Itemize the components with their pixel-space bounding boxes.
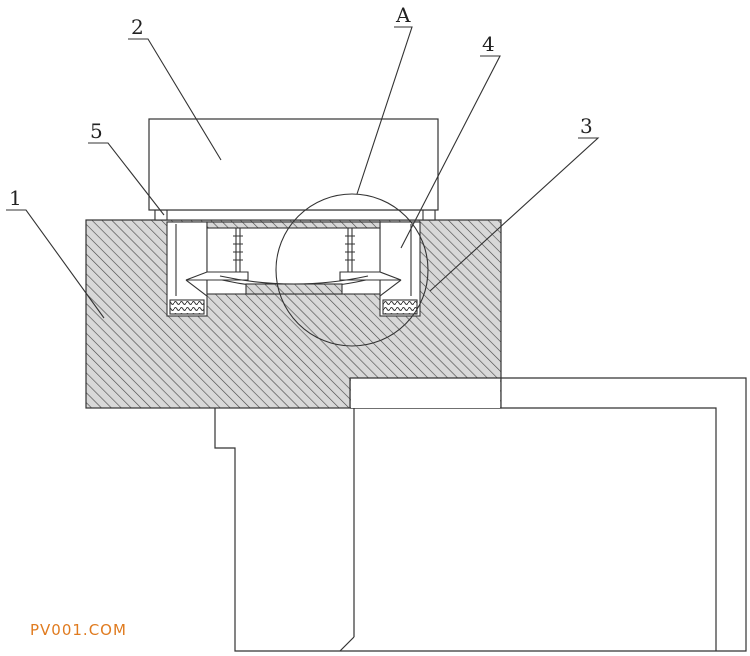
bottom-bar	[245, 283, 343, 295]
slope-right	[379, 279, 402, 297]
plate-foot-right	[422, 209, 436, 221]
rod-coils	[233, 235, 355, 261]
leader-2	[128, 38, 222, 161]
detail-circle-A	[275, 193, 429, 347]
mechanism	[185, 228, 402, 297]
plate-strip	[154, 209, 436, 221]
support-inner-outline	[350, 407, 717, 651]
base-block-notch-cover	[351, 378, 500, 408]
label-3: 3	[580, 114, 593, 138]
label-2: 2	[131, 15, 144, 39]
leader-5	[88, 142, 165, 216]
support-frame	[214, 377, 747, 652]
leader-1	[6, 209, 105, 319]
support-outer-outline	[214, 377, 747, 652]
slope-left	[185, 279, 208, 297]
left-spring-pad	[169, 299, 205, 315]
label-5: 5	[90, 119, 103, 143]
leader-A	[356, 26, 413, 195]
top-box	[148, 118, 439, 211]
base-block-notch-edge	[349, 377, 501, 408]
leader-3	[429, 137, 600, 292]
leader-4	[400, 55, 501, 249]
right-spring-pad	[382, 299, 418, 315]
label-4: 4	[482, 32, 495, 56]
inner-top-bar	[206, 221, 381, 229]
label-A: A	[395, 3, 411, 27]
label-1: 1	[9, 186, 22, 210]
watermark: PV001.COM	[30, 621, 127, 639]
leader-lines	[6, 26, 600, 319]
support-slant-line	[339, 636, 355, 652]
